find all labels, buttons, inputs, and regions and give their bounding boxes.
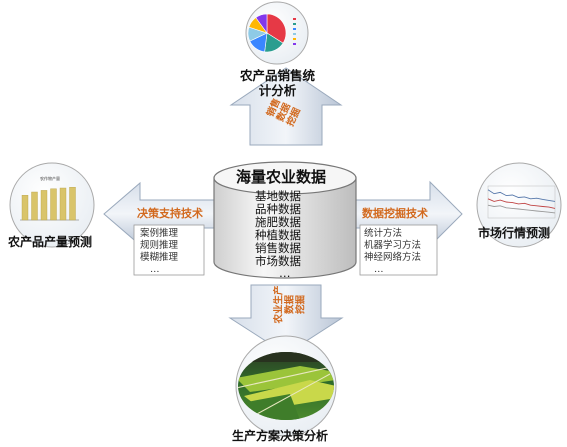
- market-forecast-label: 市场行情预测: [478, 226, 551, 240]
- data-cylinder: [213, 161, 357, 279]
- bar: [40, 190, 48, 221]
- data-mining-tech-label: 数据挖掘技术: [362, 207, 428, 220]
- sales-analysis-label-line1: 农产品销售统: [239, 68, 315, 83]
- production-decision-label: 生产方案决策分析: [232, 429, 329, 443]
- production-mining-tech-line1: 农业生产数据: [273, 285, 296, 324]
- production-mining-tech-label: 农业生产数据 挖掘: [274, 285, 307, 325]
- pie-legend: [293, 18, 296, 45]
- bar: [50, 188, 57, 221]
- center-item: 种植数据: [255, 228, 301, 242]
- method-item: 规则推理: [140, 240, 179, 251]
- production-mining-tech-line2: 挖掘: [295, 295, 307, 315]
- method-item: 统计方法: [364, 228, 403, 239]
- method-item: 模糊推理: [140, 252, 179, 263]
- center-item: 基地数据: [255, 189, 301, 203]
- method-item: …: [150, 264, 160, 275]
- center-item: 品种数据: [255, 202, 301, 216]
- center-item: …: [279, 266, 291, 280]
- mining-methods-box: [359, 224, 438, 276]
- arrow-up: [229, 67, 343, 146]
- sales-analysis-label-line2: 计分析: [258, 83, 297, 98]
- center-item: 施肥数据: [255, 215, 301, 229]
- method-item: 神经网络方法: [364, 252, 422, 263]
- pie-chart: [247, 13, 287, 53]
- method-item: 案例推理: [140, 228, 179, 239]
- bar: [31, 191, 38, 221]
- decision-methods-box: [133, 224, 205, 276]
- line-series: [487, 204, 556, 214]
- bar: [69, 186, 76, 221]
- bar: [59, 187, 67, 221]
- sales-analysis-label: 农产品销售统 计分析: [230, 68, 325, 98]
- method-item: …: [374, 264, 384, 275]
- farmland-photo: [238, 352, 334, 420]
- market-forecast-circle: [476, 162, 562, 248]
- decision-support-tech-label: 决策支持技术: [137, 207, 203, 220]
- bar-chart-title: 农作物产量: [40, 176, 60, 181]
- center-item: 市场数据: [255, 254, 301, 268]
- line-series: [487, 189, 556, 202]
- line-series: [487, 198, 556, 209]
- center-item: 销售数据: [255, 241, 301, 255]
- method-item: 机器学习方法: [364, 240, 422, 251]
- pie-slice: [255, 13, 268, 34]
- line-chart: [487, 185, 556, 219]
- line-chart-frame: [487, 185, 556, 219]
- bar: [21, 194, 29, 221]
- arrow-down: [228, 284, 344, 355]
- yield-forecast-label: 农产品产量预测: [8, 235, 93, 249]
- center-title: 海量农业数据: [236, 168, 327, 186]
- bar-chart: [20, 186, 79, 221]
